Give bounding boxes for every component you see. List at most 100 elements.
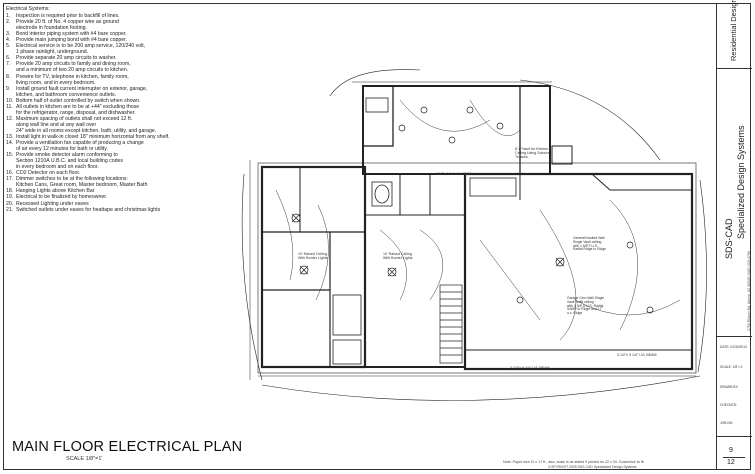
note-text: Install ground fault current interrupter… — [16, 85, 148, 92]
note-line: 2. Provide 20 ft. of No. 4 copper wire as… — [6, 19, 236, 25]
note-number: 6. — [6, 55, 11, 62]
note-line: Section 1210A U.B.C. and local building … — [6, 158, 236, 164]
electrical-notes: Electrical Systems: 1. Inspection is requ… — [6, 6, 236, 213]
note-line: 1. Inspection is required prior to backfi… — [6, 13, 236, 19]
note-text: Install light in walk-in closet 18" mini… — [16, 133, 170, 140]
note-text: Provide separate 20 amp circuits to wash… — [16, 55, 117, 62]
note-text: in every bedroom and on each floor. — [16, 164, 99, 171]
title-block-fields: DATE: 01/30/2013 SCALE: 1/8"=1' DRAWN BY… — [717, 337, 752, 437]
field-scale: SCALE: 1/8"=1' — [720, 365, 743, 369]
note-number: 1. — [6, 13, 11, 20]
note-text: Electrical service is to be 200 amp serv… — [16, 43, 146, 50]
note-number: 4. — [6, 37, 11, 44]
note-text: Switched outlets under eaves for heattap… — [16, 206, 161, 213]
title-block-project: Residential Design — [717, 0, 752, 69]
note-number: 5. — [6, 43, 11, 50]
label-raised-ceiling-left: 10' Raised Ceiling With Border Lights — [298, 252, 328, 260]
note-text: Dimmer switches to be at the following l… — [16, 176, 128, 183]
title-block-company: Specialized Design Systems SDS-CAD 1750 … — [717, 69, 752, 337]
note-line: 18.Hanging Lights above Kitchen Bar — [6, 188, 236, 194]
plan-scale: SCALE 1/8"=1' — [66, 456, 103, 462]
note-text: Hanging Lights above Kitchen Bar — [16, 188, 95, 195]
field-drawn-by: DRAWN BY: — [720, 385, 739, 389]
sheet-number: 9 — [729, 447, 733, 454]
note-line: 8. Prewire for TV, telephone in kitchen, … — [6, 74, 236, 80]
note-text: Prewire for TV, telephone in kitchen, fa… — [16, 73, 129, 80]
note-line: 20.Recessed Lighting under eaves — [6, 201, 236, 207]
note-number: 13. — [6, 133, 14, 140]
label-vault-kitchen: 8'-0"Vault for Kitchen Ceiling Using Sci… — [515, 147, 549, 159]
note-text: Kitchen Cans, Great room, Master bedroom… — [16, 182, 148, 189]
note-line: 10.Bottom half of outlet controlled by s… — [6, 98, 236, 104]
note-number: 19. — [6, 194, 14, 201]
note-number: 9. — [6, 85, 11, 92]
note-line: 4. Provide main jumping bond with #4 bare… — [6, 37, 236, 43]
note-line: 5. Electrical service is to be 200 amp se… — [6, 43, 236, 49]
note-text: Electrical to be finalized by homeowner. — [16, 194, 108, 201]
note-line: kitchen, and bathroom convenience outlet… — [6, 92, 236, 98]
label-raised-ceiling-center: 10' Raised Ceiling With Border Lights — [383, 252, 413, 260]
note-text: Provide smoke detector alarm conforming … — [16, 152, 118, 159]
field-date: DATE: 01/30/2013 — [720, 345, 747, 349]
note-number: 14. — [6, 140, 14, 147]
note-number: 12. — [6, 115, 14, 122]
note-line: and a minimum of two 20 amp circuits to … — [6, 67, 236, 73]
note-number: 20. — [6, 200, 14, 207]
note-line: Kitchen Cans, Great room, Master bedroom… — [6, 182, 236, 188]
note-text: Inspection is required prior to backfill… — [16, 13, 120, 20]
project-name: Residential Design — [729, 0, 738, 61]
note-text: kitchen, and bathroom convenience outlet… — [16, 91, 117, 98]
note-text: of air every 12 minutes for bath or util… — [16, 146, 108, 153]
note-number: 8. — [6, 73, 11, 80]
note-line: 24" wide in all rooms except kitchen, ba… — [6, 128, 236, 134]
note-text: living room, and in every bedroom. — [16, 79, 96, 86]
note-number: 18. — [6, 188, 14, 195]
sheet-divider — [723, 457, 745, 458]
note-line: 12.Maximum spacing of outlets shall not … — [6, 116, 236, 122]
note-line: 3. Bond interior piping system with #4 ba… — [6, 31, 236, 37]
title-block: Residential Design Specialized Design Sy… — [716, 0, 752, 470]
notes-heading: Electrical Systems: — [6, 6, 50, 12]
note-number: 3. — [6, 31, 11, 38]
note-line: 17.Dimmer switches to be at the followin… — [6, 176, 236, 182]
note-text: 1 phase raintight, underground. — [16, 49, 89, 56]
note-line: 15.Provide smoke detector alarm conformi… — [6, 152, 236, 158]
notes-list: 1. Inspection is required prior to backfi… — [6, 13, 236, 213]
note-text: All outlets in kitchen are to be at +44"… — [16, 103, 140, 110]
company-name: Specialized Design Systems — [736, 125, 746, 239]
label-lvl-beam-right: 3 1/2"x 9 1/4" LVL BEAM — [617, 353, 657, 357]
note-text: Provide 20 amp circuits to family and di… — [16, 61, 131, 68]
note-text: Bond interior piping system with #4 bare… — [16, 31, 127, 38]
label-great-room-ceiling: General/Vaulted Wall Single Vault ceilin… — [573, 236, 606, 252]
note-line: 14.Provide a ventilation fan capable of … — [6, 140, 236, 146]
note-line: 11.All outlets in kitchen are to be at +… — [6, 104, 236, 110]
footer-note: Note: Paper size 11 x 17 ft., also, scal… — [503, 460, 645, 464]
sheet-total: 12 — [727, 459, 735, 466]
note-text: electrode in foundation footing. — [16, 25, 87, 32]
note-number: 7. — [6, 61, 11, 68]
note-text: Provide 20 ft. of No. 4 copper wire as g… — [16, 19, 119, 26]
note-number: 17. — [6, 176, 14, 183]
label-garage-ceiling: Garage Cem Wall Single Vault Soffit ceil… — [567, 296, 605, 316]
label-lvl-beam-top: 3 1/2"x 9 1/4" LVL BEAM — [436, 172, 472, 176]
label-lvl-beam-bottom: 3 1/2"x 9 1/4" LVL BEAM — [510, 366, 550, 370]
note-text: Recessed Lighting under eaves — [16, 200, 89, 207]
drawing-sheet — [3, 3, 751, 470]
note-text: for the refrigerator, range, disposal, a… — [16, 109, 136, 116]
note-text: along wall line and at any wall over — [16, 121, 97, 128]
note-line: living room, and in every bedroom. — [6, 80, 236, 86]
note-line: in every bedroom and on each floor. — [6, 164, 236, 170]
note-line: 16.CO2 Detector on each floor. — [6, 170, 236, 176]
field-checked: CHECKED: — [720, 403, 738, 407]
note-line: 1 phase raintight, underground. — [6, 49, 236, 55]
note-line: for the refrigerator, range, disposal, a… — [6, 110, 236, 116]
note-text: Section 1210A U.B.C. and local building … — [16, 158, 123, 165]
note-text: Provide main jumping bond with #4 bare c… — [16, 37, 128, 44]
note-line: 13.Install light in walk-in closet 18" m… — [6, 134, 236, 140]
note-line: of air every 12 minutes for bath or util… — [6, 146, 236, 152]
note-number: 2. — [6, 19, 11, 26]
plan-title: MAIN FLOOR ELECTRICAL PLAN — [12, 439, 243, 455]
note-line: 21.Switched outlets under eaves for heat… — [6, 207, 236, 213]
note-line: 9. Install ground fault current interrupt… — [6, 86, 236, 92]
